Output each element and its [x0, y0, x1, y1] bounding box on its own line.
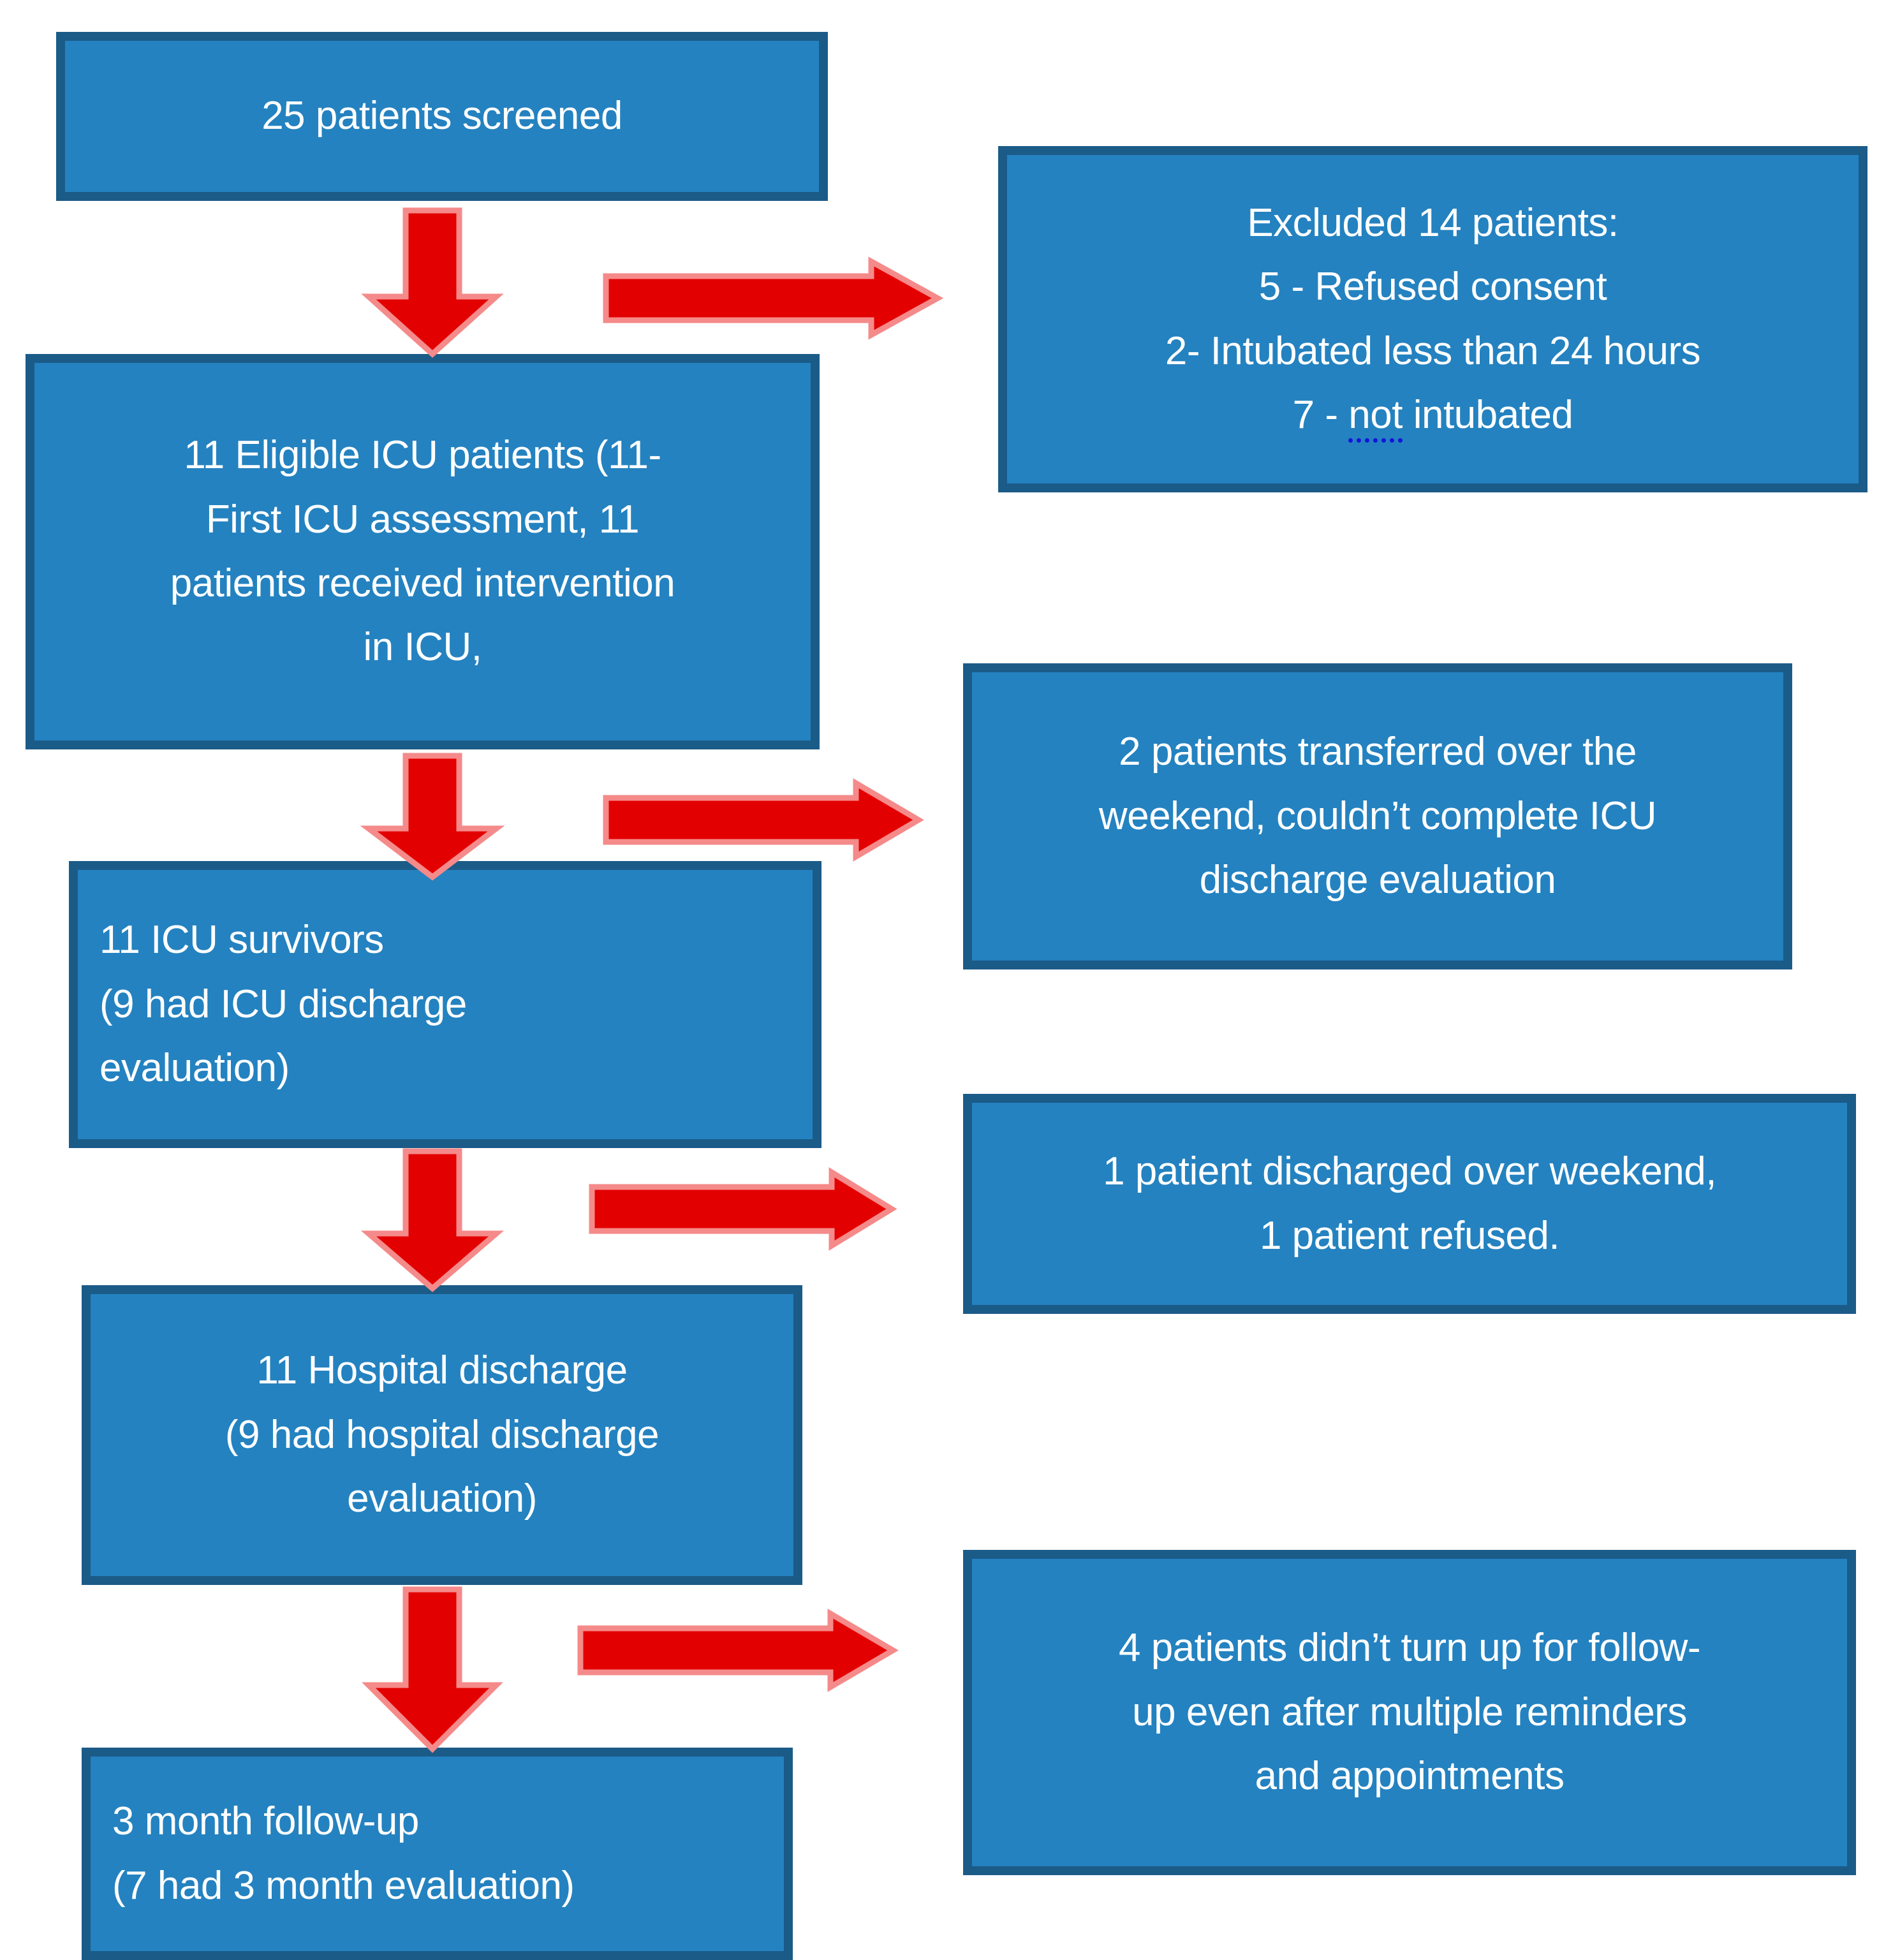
arrow-hospital-to-followup: [362, 1586, 503, 1753]
arrow-shape: [361, 207, 504, 358]
flow-node-icu_survivors: 11 ICU survivors (9 had ICU discharge ev…: [69, 861, 821, 1148]
flow-node-screened: 25 patients screened: [56, 32, 828, 201]
arrow-shape: [603, 256, 944, 340]
arrow-survivors-to-hospital: [360, 1148, 505, 1292]
arrow-hospital-to-no-show: [577, 1609, 899, 1692]
flow-node-eligible: 11 Eligible ICU patients (11- First ICU …: [26, 354, 820, 749]
flow-node-label-discharged_refused: 1 patient discharged over weekend, 1 pat…: [1103, 1149, 1716, 1258]
flow-node-followup: 3 month follow-up (7 had 3 month evaluat…: [82, 1748, 793, 1960]
flow-node-label-no_show: 4 patients didn’t turn up for follow- up…: [1118, 1626, 1701, 1799]
flow-node-excluded: Excluded 14 patients:5 - Refused consent…: [998, 146, 1867, 492]
arrow-shape: [360, 753, 505, 881]
arrow-screened-to-excluded: [603, 256, 944, 340]
spellcheck-word: not: [1348, 392, 1403, 443]
arrow-shape: [589, 1167, 897, 1251]
flow-node-label-excluded: Excluded 14 patients:5 - Refused consent…: [1007, 191, 1859, 448]
arrow-shape: [603, 778, 924, 862]
flow-node-transferred: 2 patients transferred over the weekend,…: [963, 663, 1792, 969]
arrow-eligible-to-transferred: [603, 778, 924, 862]
flow-node-hospital_discharge: 11 Hospital discharge (9 had hospital di…: [82, 1285, 802, 1585]
flow-node-label-hospital_discharge: 11 Hospital discharge (9 had hospital di…: [225, 1348, 659, 1521]
arrow-shape: [360, 1148, 505, 1292]
flow-node-discharged_refused: 1 patient discharged over weekend, 1 pat…: [963, 1094, 1856, 1314]
arrow-eligible-to-survivors: [360, 753, 505, 881]
arrow-screened-to-eligible: [361, 207, 504, 358]
flow-node-label-followup: 3 month follow-up (7 had 3 month evaluat…: [112, 1799, 575, 1908]
flow-node-label-eligible: 11 Eligible ICU patients (11- First ICU …: [170, 433, 675, 670]
arrow-shape: [362, 1586, 503, 1753]
arrow-survivors-to-discharged-refused: [589, 1167, 897, 1251]
flow-node-label-icu_survivors: 11 ICU survivors (9 had ICU discharge ev…: [99, 918, 467, 1091]
flow-node-label-screened: 25 patients screened: [261, 94, 622, 138]
flow-node-no_show: 4 patients didn’t turn up for follow- up…: [963, 1550, 1856, 1875]
flow-node-label-transferred: 2 patients transferred over the weekend,…: [1098, 730, 1657, 903]
arrow-shape: [577, 1609, 899, 1692]
